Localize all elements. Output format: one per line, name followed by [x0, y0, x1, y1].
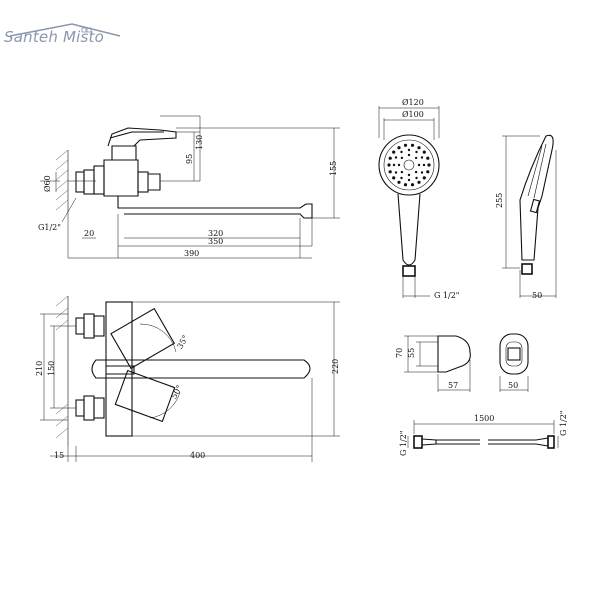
nozzle-dot	[422, 150, 426, 154]
nozzle-dot	[400, 156, 404, 160]
nozzle-dot	[417, 146, 421, 150]
nozzle-dot	[414, 170, 418, 174]
nozzle-dot	[392, 163, 396, 167]
shower-holder-side	[404, 335, 471, 392]
brand-logo	[2, 22, 132, 62]
thread-hand-shower: G 1/2"	[434, 291, 460, 300]
dim-95: 95	[185, 154, 194, 164]
dim-255: 255	[495, 193, 504, 208]
nozzle-dot	[414, 156, 418, 160]
dim-d60: Ø60	[43, 175, 52, 192]
wall-hatch-top	[55, 295, 69, 446]
nozzle-dot	[420, 156, 424, 159]
faucet-front-view	[40, 115, 340, 259]
nozzle-dot	[417, 163, 421, 167]
faucet-top-view	[40, 295, 340, 462]
nozzle-dot	[400, 170, 404, 174]
nozzle-dot	[417, 180, 421, 184]
dim-210: 210	[35, 361, 44, 376]
nozzle-dot	[427, 163, 431, 167]
nozzle-dot	[388, 170, 392, 174]
nozzle-dot	[426, 170, 430, 174]
nozzle-dot	[407, 178, 411, 182]
nozzle-dot	[407, 153, 411, 157]
nozzle-dot	[420, 171, 424, 174]
nozzle-dot	[400, 150, 403, 154]
nozzle-dot	[392, 150, 396, 154]
nozzle-dot	[392, 176, 396, 180]
dim-d120: Ø120	[402, 98, 424, 107]
nozzle-dot	[407, 148, 411, 152]
nozzle-dot	[407, 173, 411, 177]
dim-150: 150	[47, 361, 56, 376]
hand-shower-front	[378, 106, 440, 298]
dim-70: 70	[395, 348, 404, 358]
nozzle-dot	[415, 176, 418, 180]
dim-320: 320	[208, 229, 223, 238]
dim-d100: Ø100	[402, 110, 424, 119]
dim-20: 20	[84, 229, 94, 238]
brand-name: Santeh Misto	[4, 28, 104, 46]
nozzle-dot	[387, 163, 391, 167]
nozzle-dot	[415, 150, 418, 154]
nozzle-dot	[397, 180, 401, 184]
house-roof-icon	[9, 23, 121, 37]
nozzle-dot	[410, 183, 415, 187]
nozzle-dot	[394, 156, 398, 159]
nozzle-dot	[397, 163, 401, 167]
dim-50-shower: 50	[532, 291, 542, 300]
thread-hose-right: G 1/2"	[559, 411, 568, 437]
dim-57: 57	[448, 381, 458, 390]
nozzle-dot	[403, 183, 408, 187]
nozzle-dot	[403, 143, 408, 147]
nozzle-dot	[426, 156, 430, 160]
dim-350: 350	[208, 237, 223, 246]
dim-1500: 1500	[474, 414, 494, 423]
shower-hose	[407, 420, 559, 449]
dim-130: 130	[195, 135, 204, 150]
nozzle-dot	[388, 156, 392, 160]
dim-220: 220	[331, 359, 340, 374]
nozzle-dot	[394, 171, 398, 174]
nozzle-dot	[422, 163, 426, 167]
nozzle-dot	[422, 176, 426, 180]
angle-35: 35°	[175, 334, 190, 351]
dim-thread-g12: G1/2"	[38, 223, 61, 232]
shower-nozzles	[387, 143, 431, 187]
dim-390: 390	[184, 249, 199, 258]
nozzle-dot	[400, 176, 403, 180]
nozzle-dot	[410, 143, 415, 147]
nozzle-dot	[397, 146, 401, 150]
dim-400: 400	[190, 451, 205, 460]
dim-55: 55	[407, 348, 416, 358]
dim-50-holder: 50	[508, 381, 518, 390]
dim-15: 15	[54, 451, 64, 460]
shower-holder-front	[499, 333, 529, 392]
hand-shower-side	[502, 134, 557, 298]
thread-hose-left: G 1/2"	[399, 431, 408, 457]
dim-155: 155	[329, 161, 338, 176]
